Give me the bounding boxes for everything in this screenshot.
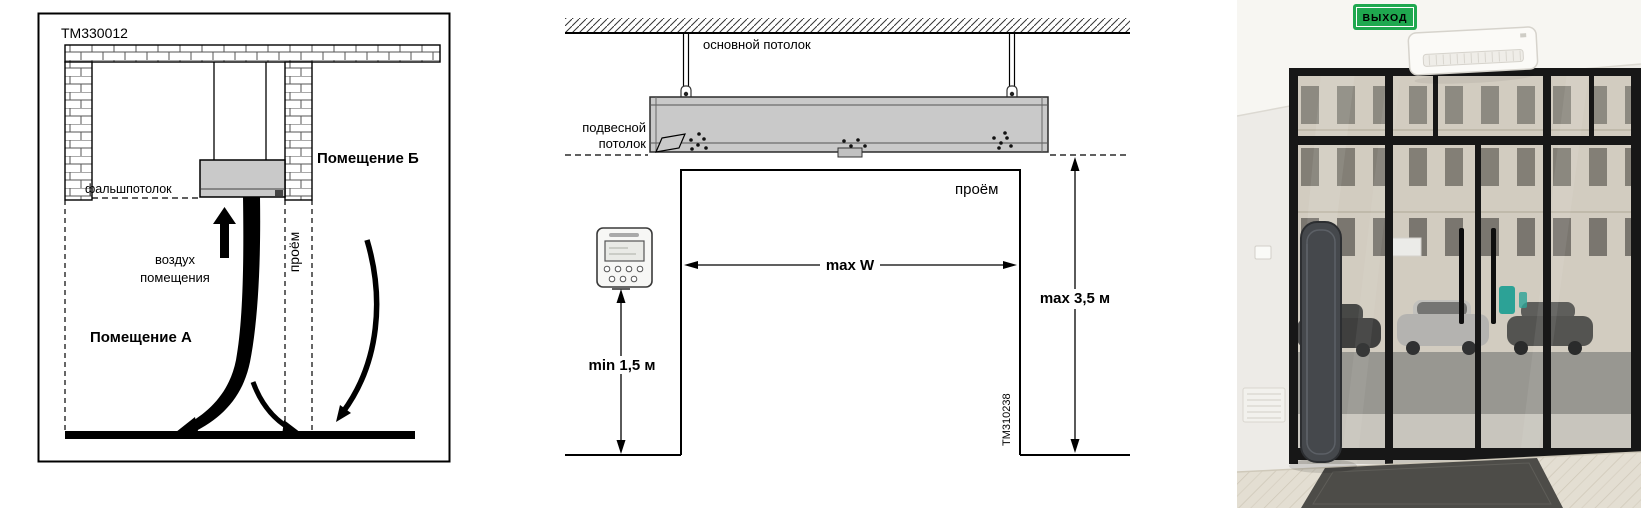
floor-line bbox=[65, 431, 415, 439]
diagram-code: TM330012 bbox=[61, 25, 128, 41]
wall-switch bbox=[1254, 245, 1272, 260]
screw-dots bbox=[689, 131, 1013, 151]
controller-brand-bar bbox=[609, 233, 639, 237]
dimension-min-controller-height: min 1,5 м bbox=[582, 288, 662, 454]
indicator-light bbox=[1520, 33, 1527, 38]
air-curtain-unit bbox=[649, 96, 1049, 158]
suspended-ceiling-label-line2: потолок bbox=[599, 136, 647, 151]
security-antenna bbox=[1289, 221, 1357, 473]
exit-sign: ВЫХОД bbox=[1353, 4, 1417, 30]
room-a-label: Помещение А bbox=[90, 329, 192, 346]
ceiling-and-walls bbox=[64, 44, 441, 201]
unit-outlet-detail bbox=[655, 133, 686, 153]
road bbox=[1289, 352, 1641, 422]
doorway-opening-outline bbox=[680, 169, 1021, 455]
air-curtain-unit-photo bbox=[1407, 26, 1539, 84]
main-ceiling bbox=[565, 18, 1130, 34]
room-air-label-line1: воздух bbox=[155, 252, 196, 267]
glass-sticker bbox=[1499, 286, 1527, 314]
min-height-label: min 1,5 м bbox=[589, 357, 656, 374]
main-ceiling-label: основной потолок bbox=[703, 37, 811, 52]
room-air-label-line2: помещения bbox=[140, 270, 210, 285]
exit-sign-label: ВЫХОД bbox=[1362, 12, 1407, 24]
vent-grille bbox=[1242, 387, 1286, 423]
room-b-label: Помещение Б bbox=[317, 150, 419, 167]
max-height-label: max 3,5 м bbox=[1040, 290, 1110, 307]
max-w-label: max W bbox=[826, 257, 875, 274]
diagram-code: TM310238 bbox=[1001, 393, 1013, 446]
wall-controller bbox=[596, 227, 653, 288]
grille-slats bbox=[1428, 50, 1522, 66]
false-ceiling-label: фальшпотолок bbox=[85, 182, 172, 196]
floor-edge bbox=[1237, 451, 1641, 473]
controller-display bbox=[604, 240, 645, 262]
suspended-ceiling-label-line1: подвесной bbox=[582, 120, 646, 135]
air-curtain-unit bbox=[199, 62, 286, 198]
opening-label-vertical: проём bbox=[286, 232, 302, 273]
return-air-arc bbox=[340, 239, 380, 414]
door-mat-border bbox=[1312, 462, 1552, 505]
entrance-photo: ВЫХОД bbox=[1237, 0, 1641, 508]
room-air-up-arrow bbox=[213, 207, 236, 258]
diagram-installation-dimensions: основной потолок bbox=[565, 18, 1130, 456]
controller-buttons bbox=[603, 265, 644, 283]
opening-dashed-lines bbox=[64, 200, 313, 430]
dimension-max-height: max 3,5 м bbox=[1036, 157, 1114, 453]
diagram-room-airflow: TM330012 фальшпотолок Помещение Б Помеще… bbox=[37, 12, 451, 463]
door-handles bbox=[1459, 228, 1496, 324]
opening-label: проём bbox=[955, 181, 998, 198]
dimension-max-w: max W bbox=[684, 257, 1017, 274]
